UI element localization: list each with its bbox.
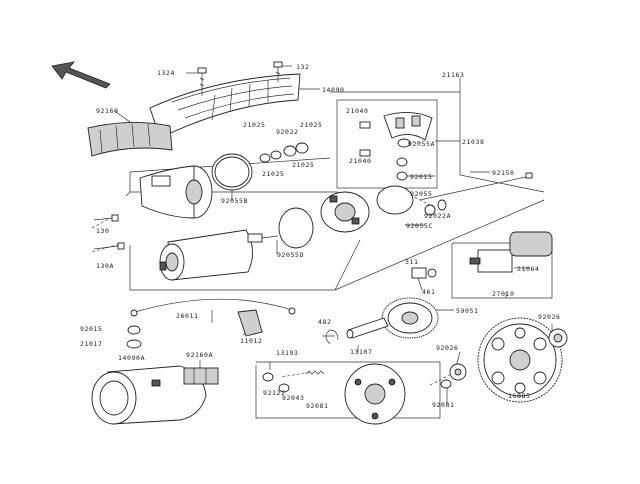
label-21025b: 21025 [300,121,323,129]
part-bolt-1324 [197,67,207,96]
label-92160: 92160 [96,107,119,115]
part-gear-59051 [381,297,439,339]
part-relay [469,231,553,273]
part-nut [126,325,142,349]
part-end-cover [139,165,213,219]
part-oring-92055 [376,185,414,215]
part-washer-92026 [449,328,568,381]
label-92055c: 92055C [406,222,433,230]
part-pad-92160a [183,367,219,385]
part-bracket [411,267,437,291]
label-21025c: 21025 [292,161,315,169]
label-92015b: 92015 [80,325,103,333]
label-92043: 92043 [282,394,305,402]
part-boot [237,309,263,337]
part-clutch [344,363,452,425]
part-cable [130,298,296,317]
part-gear-16085 [477,317,563,403]
part-circlip [325,329,339,345]
part-screw-130a [93,242,125,250]
label-11012: 11012 [240,337,263,345]
label-92055b: 92055B [221,197,248,205]
label-92022: 92022 [276,128,299,136]
label-92150: 92150 [492,169,515,177]
part-shaft [346,317,389,339]
part-cover [149,73,301,139]
part-washers [259,142,309,163]
part-brush-plate [359,112,433,181]
label-92015a: 92015 [410,173,433,181]
label-311: 311 [405,258,419,266]
label-92122: 92122 [263,389,286,397]
label-21017: 21017 [80,340,103,348]
label-21038: 21038 [462,138,485,146]
part-small-rings [424,199,447,216]
part-yoke [159,229,279,281]
label-92022a: 92022A [424,212,451,220]
part-bolt-132 [273,61,283,82]
label-27010: 27010 [492,290,515,298]
part-oring-92055d [278,207,314,249]
label-92081b: 92081 [432,401,455,409]
part-rollers [262,370,325,393]
label-16085: 16085 [508,392,531,400]
label-92160a: 92160A [186,351,213,359]
part-oring-92055b [211,153,253,191]
label-92055: 92055 [410,190,433,198]
part-screw-130 [93,214,119,222]
label-59051: 59051 [456,307,479,315]
label-92026: 92026 [538,313,561,321]
label-461: 461 [422,288,436,296]
label-21163: 21163 [442,71,465,79]
label-92055d: 92055D [277,251,304,259]
part-labels: 1324 132 14090 92160 21163 21040 21038 9… [80,63,561,410]
label-21040: 21040 [346,107,369,115]
label-92055a: 92055A [408,140,435,148]
label-14090: 14090 [322,86,345,94]
part-pad-92160 [87,122,173,157]
label-13107: 13107 [350,348,373,356]
label-92081: 92081 [306,402,329,410]
label-21040b: 21040 [349,157,372,165]
label-1324: 1324 [157,69,175,77]
part-long-bolt [419,172,533,201]
label-21025d: 21025 [262,170,285,178]
label-13193: 13193 [276,349,299,357]
label-21064: 21064 [517,265,540,273]
label-132: 132 [296,63,310,71]
arrow-up-left-icon [51,61,111,89]
label-482: 482 [318,318,332,326]
label-26011: 26011 [176,312,199,320]
label-92026b: 92026 [436,344,459,352]
part-cover-14090a [91,365,207,425]
label-130a: 130A [96,262,114,270]
part-brush-holder [320,191,370,233]
label-130: 130 [96,227,110,235]
label-21025a: 21025 [243,121,266,129]
label-14090a: 14090A [118,354,145,362]
